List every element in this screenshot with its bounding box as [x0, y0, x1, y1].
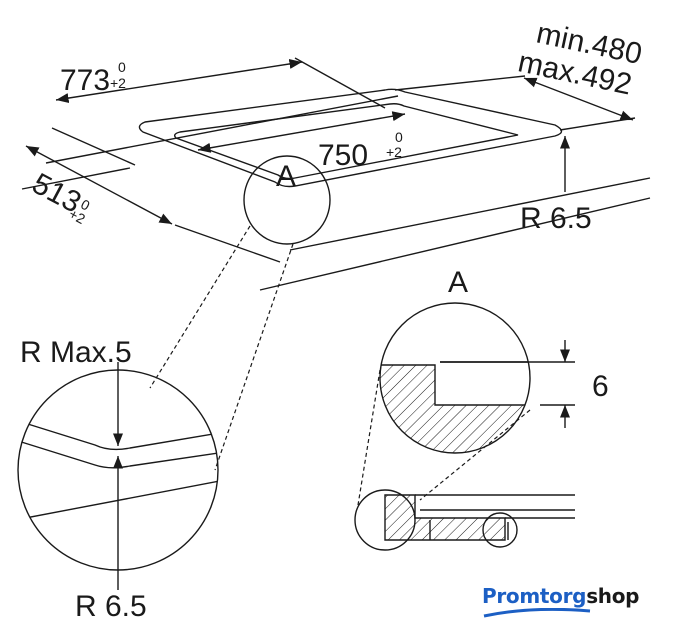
radius-top: R 6.5: [520, 202, 592, 235]
radius-max: R Max.5: [20, 336, 132, 369]
cutout-inner: [173, 103, 519, 180]
dim-750-tol-lower: +2: [386, 144, 402, 160]
cross-section: [354, 489, 575, 551]
radius-bottom: R 6.5: [75, 590, 147, 623]
dim-773: 773: [60, 64, 110, 97]
dim-773-arrow: [55, 58, 303, 104]
dim-773-tol-upper: 0: [118, 59, 126, 75]
dim-513-arrow: [25, 145, 173, 225]
dim-750: 750: [318, 139, 368, 172]
step-depth: 6: [592, 370, 609, 403]
countertop-outline: [21, 75, 651, 291]
logo-swoosh: [483, 608, 591, 618]
dim-depth-range-arrow: [523, 77, 634, 121]
dim-773-tol-lower: +2: [110, 75, 126, 91]
detail-label-a-2: A: [448, 266, 468, 299]
detail-label-a: A: [276, 160, 296, 193]
cutout-outer: [138, 88, 563, 188]
dim-750-tol-upper: 0: [395, 129, 403, 145]
dim-513-tol-lower: +2: [66, 205, 88, 227]
promtorgshop-logo: Promtorgshop: [482, 584, 640, 618]
logo-part-2: shop: [586, 584, 640, 608]
logo-part-1: Promtorg: [482, 584, 587, 608]
dim-750-arrow: [197, 111, 406, 153]
detail-circle-a: [243, 155, 331, 245]
